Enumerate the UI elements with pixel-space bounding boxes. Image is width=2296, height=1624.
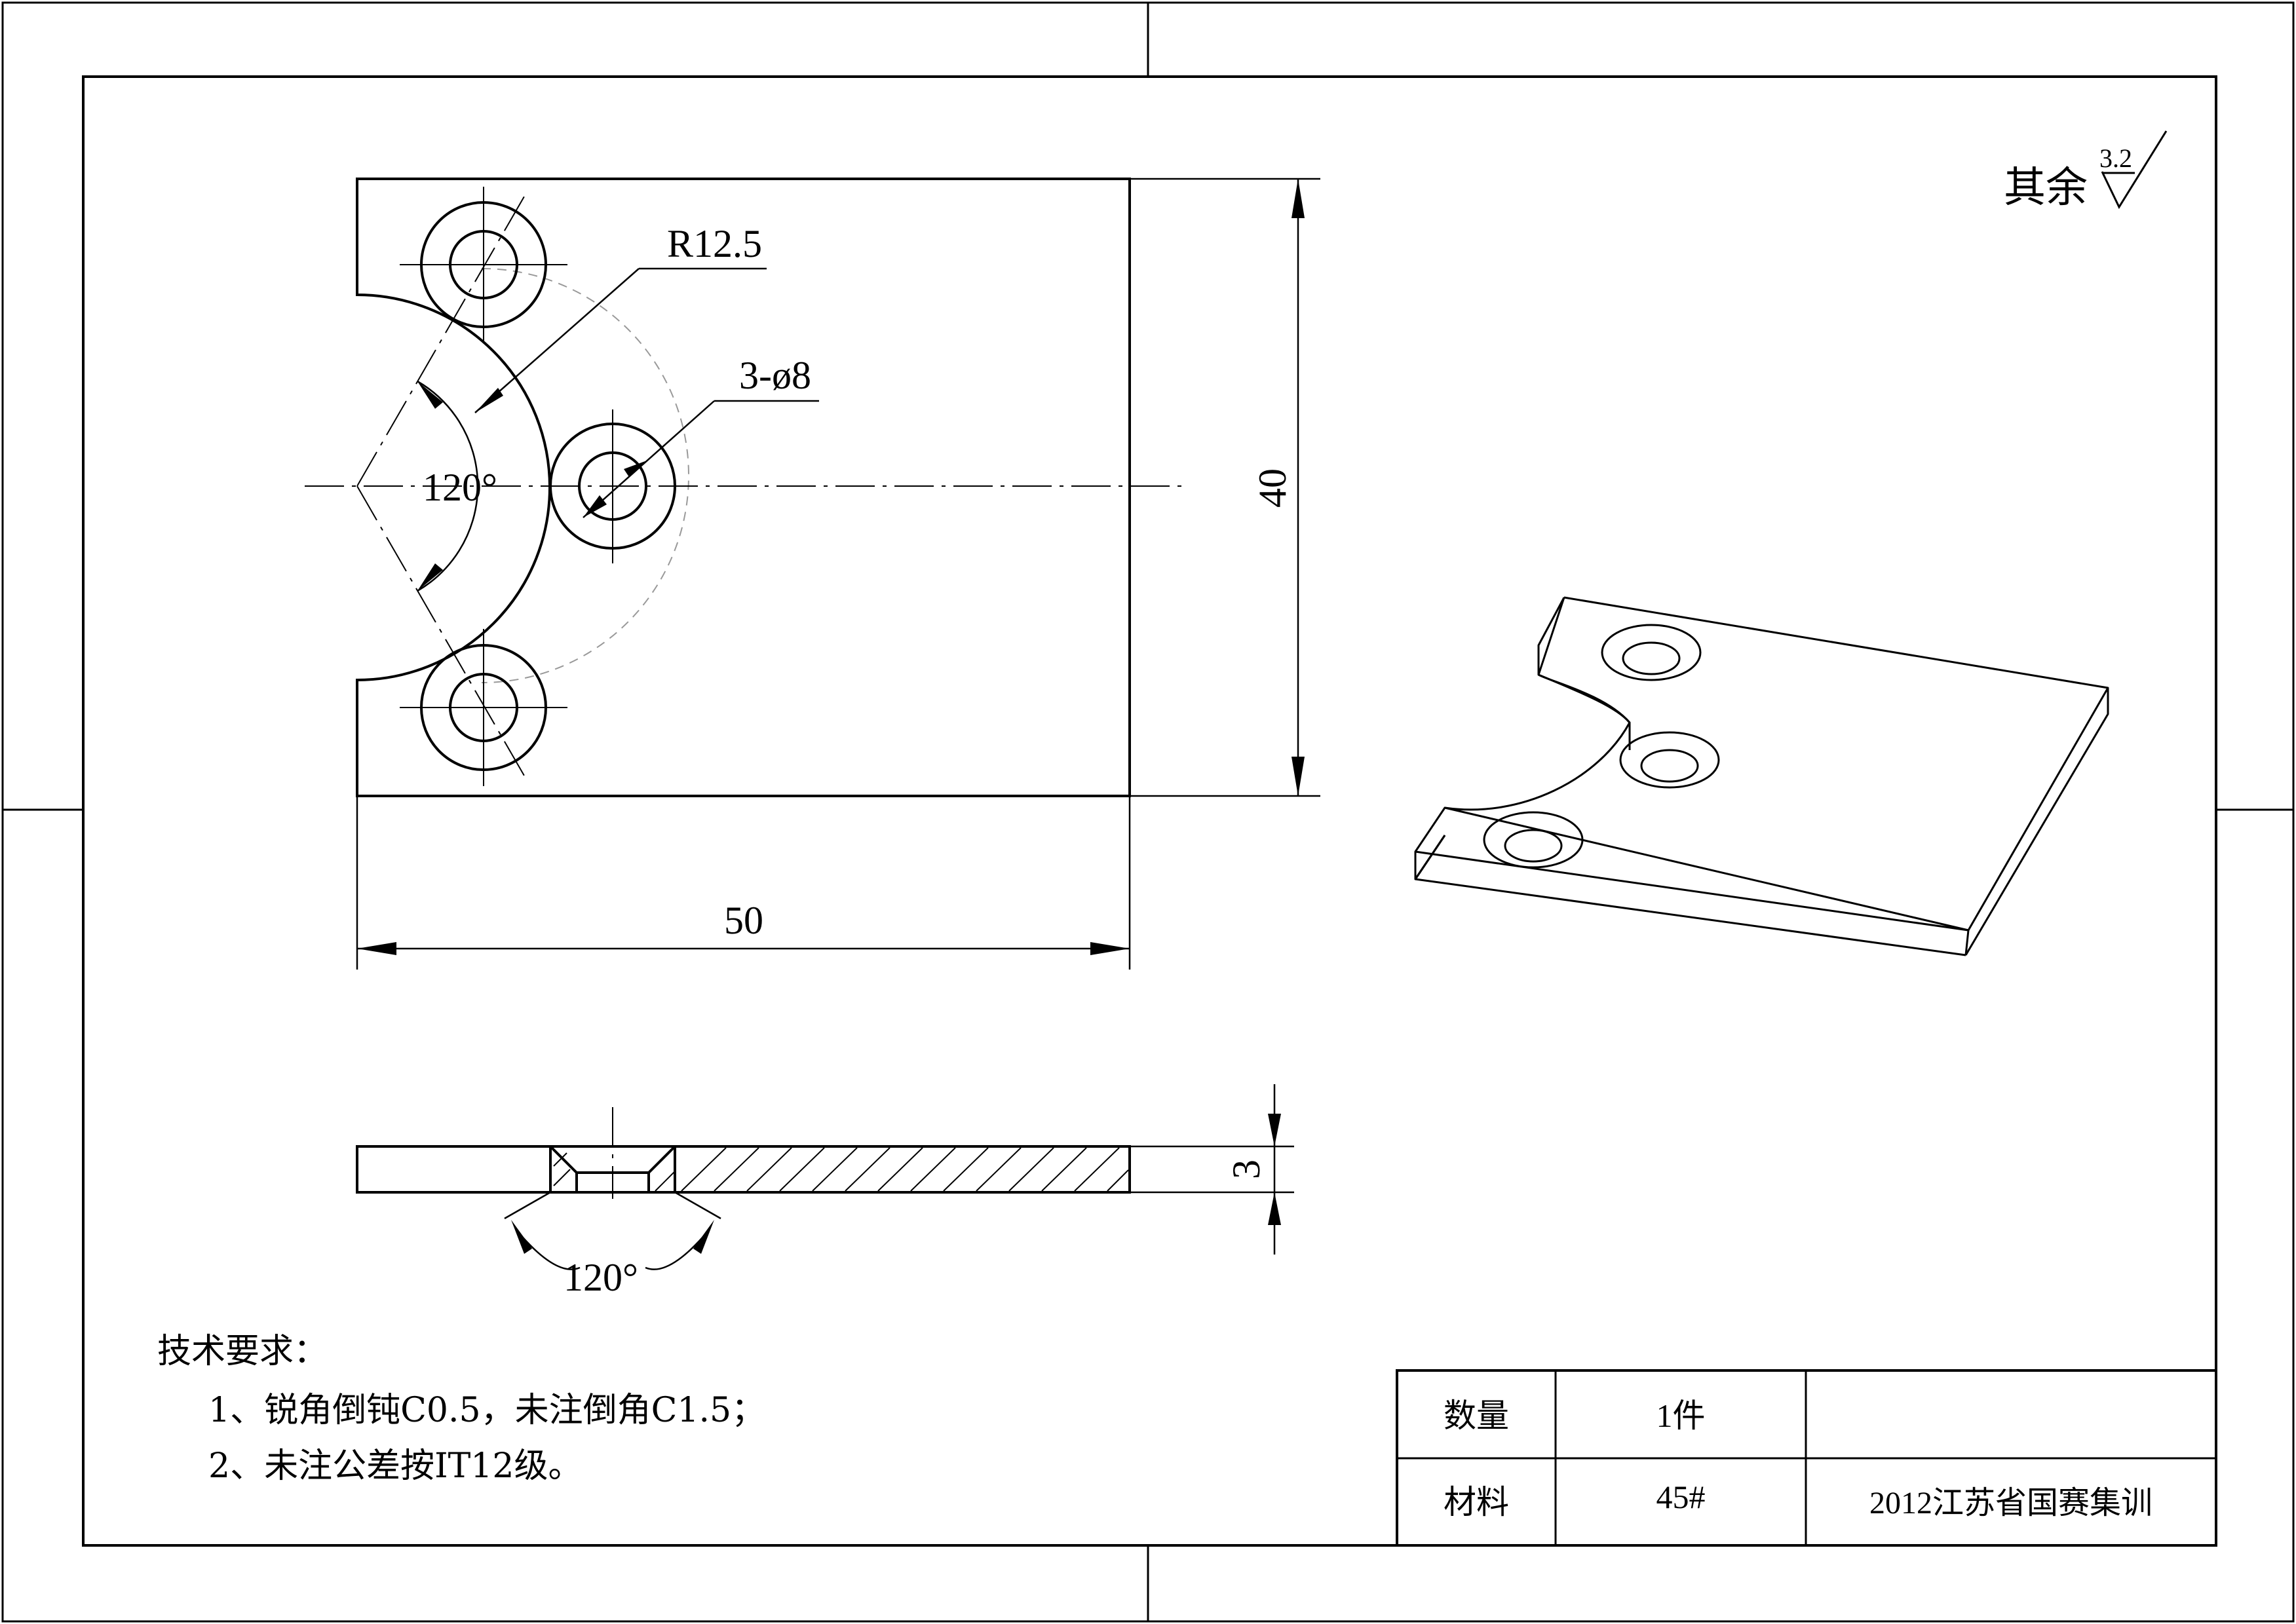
height-dimension: 40 — [1251, 468, 1294, 508]
surface-finish-label: 其余 — [2004, 164, 2088, 212]
tech-requirements-title: 技术要求： — [157, 1332, 328, 1371]
tech-requirement-2: 2、未注公差按IT12级。 — [208, 1446, 582, 1486]
hole-top — [400, 187, 567, 343]
front-view: R12.5 3-ø8 120° 40 50 — [305, 178, 1320, 970]
width-dimension: 50 — [724, 899, 763, 942]
qty-value: 1件 — [1656, 1397, 1706, 1434]
angle-dimension-section: 120° — [564, 1256, 638, 1299]
angle-dimension-top: 120° — [423, 466, 497, 509]
project-name: 2012江苏省国赛集训 — [1869, 1486, 2152, 1520]
isometric-view — [1414, 596, 2109, 956]
material-value: 45# — [1656, 1479, 1706, 1515]
section-hatch — [553, 1147, 1129, 1192]
title-block: 数量 1件 材料 45# 2012江苏省国赛集训 — [1396, 1369, 2217, 1547]
surface-finish-note: 其余 3.2 — [2004, 130, 2168, 212]
hole-middle — [549, 409, 676, 563]
tech-requirement-1: 1、锐角倒钝C0.5，未注倒角C1.5； — [208, 1391, 765, 1430]
section-view: 120° 3 — [356, 1084, 1294, 1299]
radius-dimension: R12.5 — [667, 222, 762, 265]
technical-requirements: 技术要求： 1、锐角倒钝C0.5，未注倒角C1.5； 2、未注公差按IT12级。 — [157, 1332, 765, 1486]
thickness-dimension: 3 — [1225, 1160, 1268, 1179]
qty-label: 数量 — [1444, 1397, 1509, 1435]
material-label: 材料 — [1444, 1483, 1509, 1521]
hole-bottom — [400, 629, 567, 786]
roughness-value: 3.2 — [2099, 143, 2132, 173]
holes-dimension: 3-ø8 — [739, 354, 811, 397]
